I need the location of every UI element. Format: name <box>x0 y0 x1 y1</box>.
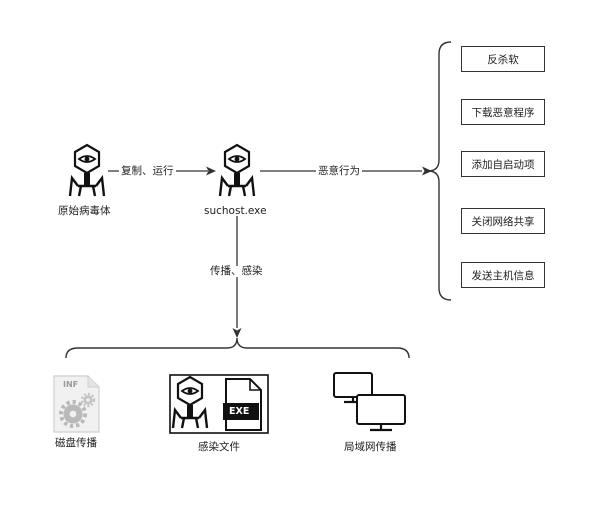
spread-infect-label: 传播、感染 <box>208 265 265 277</box>
malicious-behavior-label: 恶意行为 <box>316 165 362 177</box>
suchost-icon <box>218 143 256 198</box>
origin-virus-label: 原始病毒体 <box>58 205 111 217</box>
disk-spread-label: 磁盘传播 <box>55 437 97 449</box>
behavior-add-autostart: 添加自启动项 <box>461 151 545 177</box>
copy-run-label: 复制、运行 <box>119 165 176 177</box>
inf-gear-file-icon <box>53 375 100 433</box>
behavior-disable-share: 关闭网络共享 <box>461 208 545 234</box>
behavior-send-host-info: 发送主机信息 <box>461 262 545 288</box>
suchost-label: suchost.exe <box>204 205 267 217</box>
behavior-anti-antivirus: 反杀软 <box>461 46 545 72</box>
origin-virus-icon <box>68 143 106 198</box>
infected-file-label: 感染文件 <box>198 441 240 453</box>
inf-icon-text: INF <box>63 380 79 389</box>
behaviors-brace <box>427 41 452 301</box>
exe-icon-text: EXE <box>229 406 250 417</box>
targets-brace <box>65 337 410 359</box>
behavior-download-malware: 下载恶意程序 <box>461 99 545 125</box>
lan-spread-label: 局域网传播 <box>344 441 397 453</box>
infected-file-icon <box>169 374 269 434</box>
arrow-spread <box>232 216 242 338</box>
lan-computers-icon <box>333 372 406 432</box>
